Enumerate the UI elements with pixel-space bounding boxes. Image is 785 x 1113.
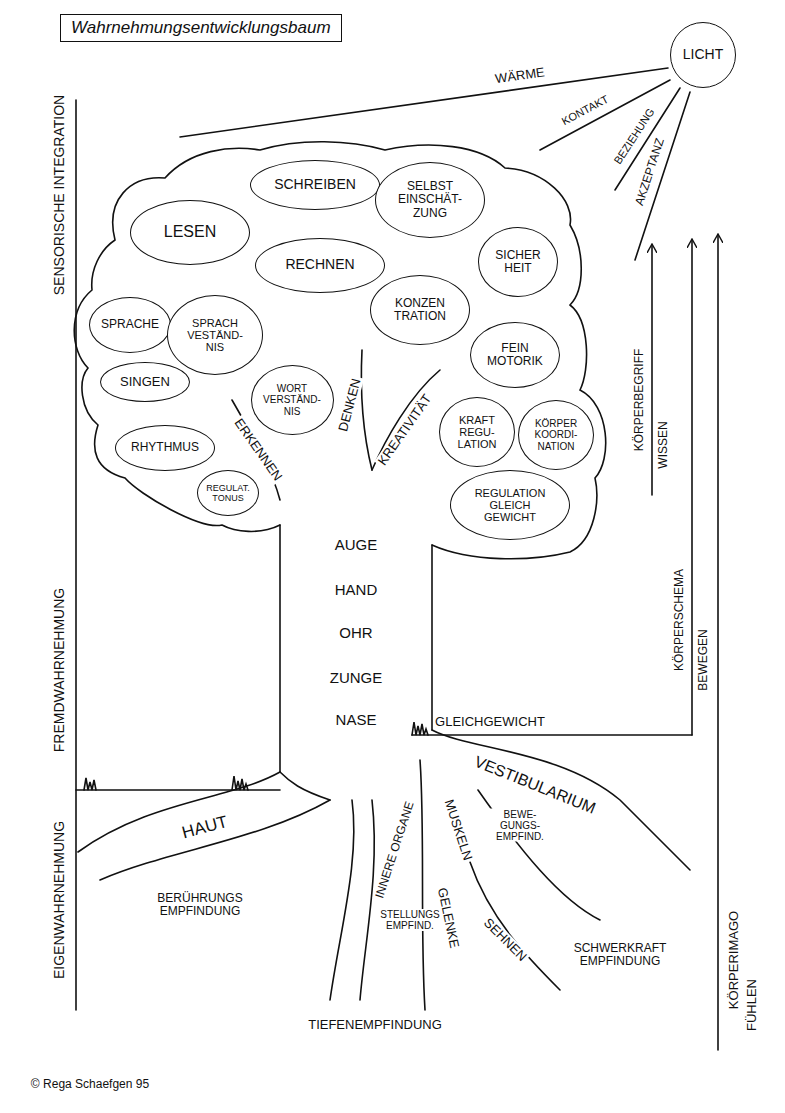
node-text: SPRACH VESTÄND- NIS: [180, 317, 249, 354]
node-text: REGULAT. TONUS: [206, 483, 251, 503]
tree-label: INNERE ORGANE: [373, 798, 418, 902]
tree-label: SCHWERKRAFT EMPFINDUNG: [558, 942, 682, 968]
trunk-left: [279, 525, 281, 772]
tree-label: KÖRPERIMAGO: [727, 909, 741, 1011]
tree-label: MUSKELN: [441, 796, 475, 864]
tree-label: KÖRPERSCHEMA: [673, 567, 686, 673]
node-text: SCHREIBEN: [268, 177, 362, 193]
oval-node: KONZEN TRATION: [370, 275, 470, 345]
sun-ray: [180, 68, 668, 137]
oval-node: SICHER HEIT: [478, 227, 558, 297]
tree-label: NASE: [334, 712, 379, 729]
tree-label: AUGE: [333, 537, 380, 554]
node-text: REGULATION GLEICH GEWICHT: [467, 487, 553, 524]
node-text: FEIN MOTORIK: [483, 342, 548, 369]
tree-label: TIEFENEMPFINDUNG: [306, 1018, 444, 1032]
trunk-right: [431, 545, 433, 730]
tree-label: © Rega Schaefgen 95: [29, 1078, 151, 1091]
tree-label: BEWEGEN: [697, 627, 710, 692]
branch-line: [372, 370, 440, 470]
tree-label: KREATIVITÄT: [374, 390, 436, 469]
tree-label: EIGENWAHRNEHMUNG: [52, 819, 67, 981]
grass: [412, 722, 428, 735]
grass: [84, 778, 96, 790]
tree-label: SENSORISCHE INTEGRATION: [52, 93, 67, 297]
diagram-title: Wahrnehmungsentwicklungsbaum: [60, 14, 342, 42]
branch-line: [361, 350, 372, 470]
oval-node: SINGEN: [100, 362, 190, 402]
arrow-line: [691, 240, 693, 735]
tree-label: FÜHLEN: [745, 977, 759, 1033]
node-text: SINGEN: [113, 375, 178, 390]
root-line: [330, 800, 354, 1000]
tree-label: HAUT: [178, 812, 231, 843]
tree-label: STELLUNGS EMPFIND.: [372, 909, 448, 931]
tree-label: SEHNEN: [479, 914, 530, 965]
oval-node: SELBST EINSCHÄT- ZUNG: [375, 162, 485, 238]
tree-label: GLEICHGEWICHT: [433, 715, 547, 729]
oval-node: REGULATION GLEICH GEWICHT: [450, 470, 570, 540]
tree-label: KONTAKT: [558, 92, 612, 129]
root-line: [280, 772, 330, 800]
root-line: [470, 862, 560, 990]
oval-node: SCHREIBEN: [250, 160, 380, 210]
oval-node: KÖRPER KOORDI- NATION: [518, 400, 594, 470]
node-text: RECHNEN: [273, 257, 367, 273]
tree-crown: [74, 142, 605, 559]
oval-node: LESEN: [130, 200, 250, 265]
tree-label: KÖRPERBEGRIFF: [633, 347, 646, 454]
root-line: [100, 800, 330, 880]
node-text: KONZEN TRATION: [384, 297, 456, 324]
oval-node: RECHNEN: [255, 238, 385, 293]
tree-label: HAND: [333, 582, 380, 599]
node-text: KÖRPER KOORDI- NATION: [529, 418, 584, 452]
tree-label: FREMDWAHRNEHMUNG: [52, 586, 67, 754]
oval-node: WORT VERSTÄND- NIS: [251, 365, 334, 435]
tree-label: BEWE- GUNGS- EMPFIND.: [490, 809, 550, 842]
node-text: RHYTHMUS: [129, 441, 201, 454]
node-text: LESEN: [147, 223, 233, 241]
tree-label: OHR: [337, 625, 374, 642]
oval-node: LICHT: [670, 22, 736, 88]
tree-label: ZUNGE: [328, 670, 385, 687]
node-text: WORT VERSTÄND- NIS: [262, 383, 322, 417]
ground-line: [412, 734, 692, 736]
root-line: [360, 800, 374, 1000]
oval-node: REGULAT. TONUS: [197, 470, 259, 516]
tree-label: AKZEPTANZ: [632, 135, 667, 209]
side-line: [75, 100, 77, 1010]
oval-node: FEIN MOTORIK: [470, 322, 560, 388]
root-line: [78, 772, 280, 852]
node-text: LICHT: [679, 47, 727, 63]
arrow-line: [651, 245, 653, 495]
tree-label: WISSEN: [657, 419, 670, 470]
oval-node: KRAFT REGU- LATION: [439, 397, 515, 467]
root-line: [432, 730, 690, 870]
oval-node: RHYTHMUS: [115, 425, 215, 471]
oval-node: SPRACH VESTÄND- NIS: [167, 295, 263, 375]
node-text: SELBST EINSCHÄT- ZUNG: [390, 180, 469, 220]
tree-label: BERÜHRUNGS EMPFINDUNG: [143, 892, 257, 918]
node-text: SICHER HEIT: [489, 249, 547, 276]
oval-node: SPRACHE: [89, 297, 171, 353]
tree-label: DENKEN: [336, 375, 365, 435]
arrow-line: [717, 235, 719, 1050]
root-line: [420, 760, 425, 1010]
node-text: KRAFT REGU- LATION: [450, 414, 505, 451]
node-text: SPRACHE: [100, 318, 159, 331]
ground-line: [76, 789, 280, 791]
tree-label: WÄRME: [492, 65, 547, 87]
